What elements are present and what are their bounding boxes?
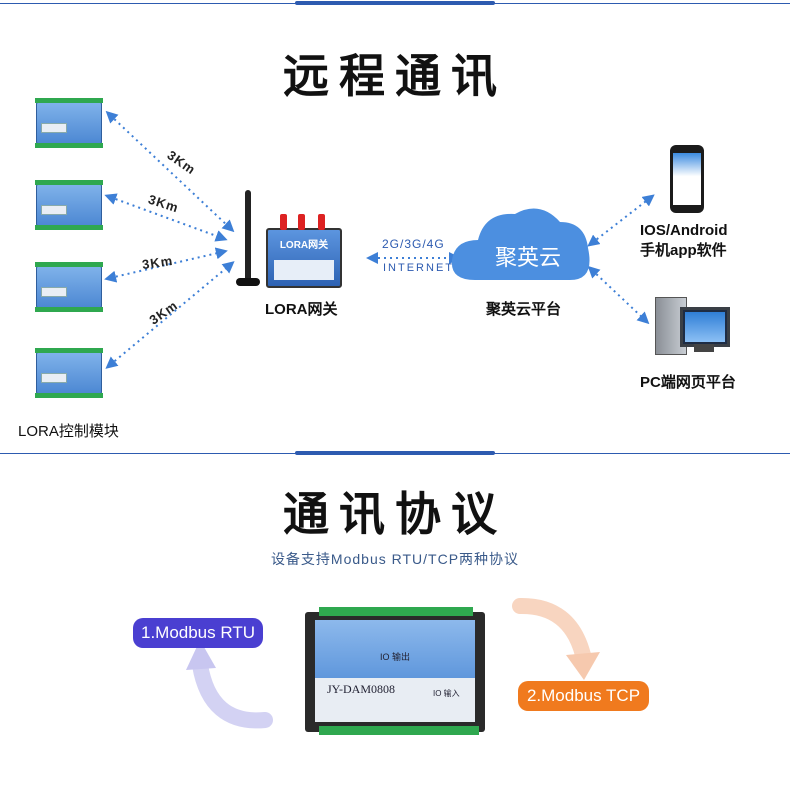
nameplate: [41, 123, 67, 133]
lora-module-2: [35, 180, 103, 230]
middle-divider-accent: [295, 451, 495, 455]
terminal-block: [35, 98, 103, 103]
nameplate: [41, 287, 67, 297]
link-module-4: [105, 261, 235, 369]
link-cloud-pc: [587, 265, 650, 325]
gateway-antenna-red-1: [280, 214, 287, 230]
device-image: IO 输出 JY-DAM0808 IO 输入: [305, 607, 485, 735]
app-label-line1: IOS/Android: [640, 222, 728, 239]
device-input-text: IO 输入: [433, 689, 460, 698]
terminal-block: [35, 307, 103, 312]
rtu-arrow-head: [186, 640, 216, 670]
cloud-text: 聚英云: [494, 245, 561, 270]
terminal-block: [35, 180, 103, 185]
terminal-block: [35, 225, 103, 230]
lora-module-4: [35, 348, 103, 398]
tcp-curved-arrow: [512, 597, 591, 663]
terminal-block: [35, 262, 103, 267]
gateway-device: LORA网关: [266, 228, 342, 288]
tcp-arrow-head: [566, 652, 600, 680]
terminal-block: [35, 393, 103, 398]
device-top-terminals: [319, 607, 473, 616]
nameplate: [41, 205, 67, 215]
lora-module-1: [35, 98, 103, 148]
gateway-device-text: LORA网关: [279, 240, 329, 251]
app-label-line2: 手机app软件: [640, 242, 727, 259]
rtu-curved-arrow: [192, 657, 273, 729]
pc-monitor-stand: [694, 344, 714, 352]
terminal-block: [35, 348, 103, 353]
modbus-tcp-pill: 2.Modbus TCP: [518, 681, 649, 711]
section-title-protocol: 通讯协议: [283, 487, 507, 541]
cloud-icon: [451, 208, 590, 280]
gateway-antenna-red-2: [298, 214, 305, 230]
device-panel-top: IO 输出: [315, 620, 475, 678]
section-title-remote: 远程通讯: [283, 49, 507, 103]
device-model-text: JY-DAM0808: [327, 682, 396, 696]
modbus-rtu-pill: 1.Modbus RTU: [133, 618, 263, 648]
link-cloud-phone: [587, 194, 655, 247]
terminal-block: [35, 143, 103, 148]
link-module-2: [104, 193, 228, 242]
device-output-text: IO 输出: [379, 652, 410, 662]
phone-icon: [670, 145, 704, 213]
nameplate: [41, 373, 67, 383]
phone-screen: [673, 153, 701, 205]
cloud-platform-label: 聚英云平台: [486, 301, 562, 318]
gateway-label: LORA网关: [265, 301, 338, 318]
gateway-antenna-red-3: [318, 214, 325, 230]
protocol-subtitle: 设备支持Modbus RTU/TCP两种协议: [270, 551, 520, 567]
antenna-base: [236, 278, 260, 286]
antenna-icon: [245, 190, 251, 282]
top-divider-accent: [295, 1, 495, 5]
network-bottom-label: INTERNET: [383, 262, 454, 274]
network-top-label: 2G/3G/4G: [382, 237, 445, 251]
pc-monitor-screen: [685, 312, 725, 342]
gateway-panel: [274, 260, 334, 280]
pc-label: PC端网页平台: [640, 374, 736, 391]
lora-modules-label: LORA控制模块: [18, 423, 119, 440]
device-panel-bottom: JY-DAM0808 IO 输入: [315, 678, 475, 722]
connection-lines: [104, 110, 655, 369]
device-bottom-terminals: [319, 726, 479, 735]
lora-module-3: [35, 262, 103, 312]
